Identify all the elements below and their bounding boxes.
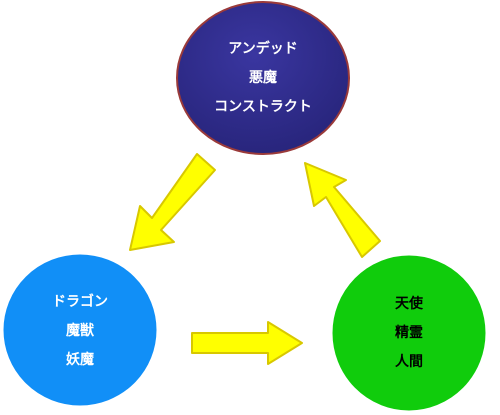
arrow-top-to-left [129,153,216,251]
node-right-line-3: 人間 [395,353,423,370]
node-top-circle [176,1,350,155]
node-left-circle [3,254,157,406]
node-top-line-2: 悪魔 [249,69,277,86]
node-left-line-3: 妖魔 [66,351,94,368]
node-right-label: 天使 精霊 人間 [359,287,459,379]
node-top-line-3: コンストラクト [214,98,312,115]
node-right-line-2: 精霊 [395,324,423,341]
node-top-label: アンデッド 悪魔 コンストラクト [183,30,343,126]
node-top-line-1: アンデッド [228,40,298,57]
node-right-line-1: 天使 [395,295,423,312]
node-left-line-2: 魔獣 [66,322,94,339]
arrow-left-to-right [191,321,303,365]
arrow-right-to-top [304,162,381,258]
node-right-circle [332,255,486,411]
node-left-label: ドラゴン 魔獣 妖魔 [20,285,140,377]
node-left-line-1: ドラゴン [52,293,108,310]
